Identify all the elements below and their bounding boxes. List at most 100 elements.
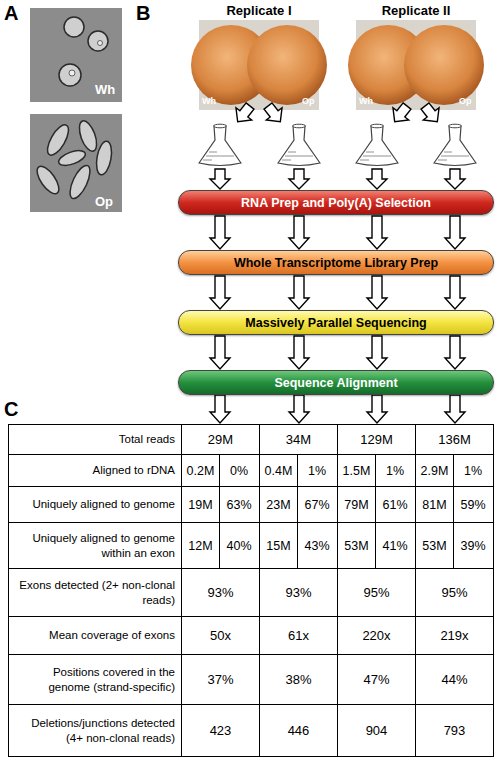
- micrograph-opaque: [30, 114, 122, 212]
- value-cell: 81M 59%: [416, 487, 494, 523]
- row-label: Aligned to rDNA: [93, 463, 175, 477]
- cell-value: 93%: [207, 585, 233, 600]
- cell-value: 39%: [460, 539, 485, 553]
- flask-icon: [278, 124, 320, 165]
- hollow-arrow: [210, 395, 230, 423]
- split-cell: 12M: [182, 523, 220, 568]
- hollow-arrow: [289, 276, 309, 309]
- split-cell: 0%: [220, 455, 258, 486]
- split-cell: 19M: [182, 487, 220, 522]
- split-cell: 43%: [298, 523, 336, 568]
- cell-value: 34M: [286, 432, 311, 447]
- hollow-arrow: [367, 169, 387, 189]
- hollow-arrow: [210, 336, 230, 369]
- cell-value: 67%: [304, 498, 329, 512]
- split-cell: 63%: [220, 487, 258, 522]
- cell-value: 95%: [441, 585, 467, 600]
- cell-value: 12M: [188, 539, 212, 553]
- hollow-arrow: [210, 169, 230, 189]
- value-cell: 37%: [182, 655, 260, 705]
- split-cell: 53M: [416, 523, 454, 568]
- value-cell: 0.2M 0%: [182, 455, 260, 487]
- band-label: Whole Transcriptome Library Prep: [234, 256, 438, 270]
- micrograph-label: Wh: [95, 82, 121, 97]
- hollow-arrow: [210, 216, 230, 249]
- process-band: Massively Parallel Sequencing: [178, 310, 494, 335]
- split-cell: 15M: [260, 523, 298, 568]
- value-cell: 61x: [260, 617, 338, 655]
- value-cell: 95%: [416, 569, 494, 617]
- hollow-arrow: [445, 169, 465, 189]
- hollow-arrow: [445, 336, 465, 369]
- row-header: Aligned to rDNA: [9, 455, 182, 487]
- cell-value: 59%: [460, 498, 485, 512]
- split-cell: 23M: [260, 487, 298, 522]
- replicate-title: Replicate I: [199, 3, 319, 18]
- cell-value: 63%: [226, 498, 251, 512]
- process-band: Sequence Alignment: [178, 370, 494, 395]
- row-header: Uniquely aligned to genome within an exo…: [9, 523, 182, 569]
- hollow-arrow: [445, 276, 465, 309]
- micrograph-white: [30, 8, 122, 102]
- cell-value: 95%: [363, 585, 389, 600]
- value-cell: 38%: [260, 655, 338, 705]
- cell-value: 423: [210, 723, 232, 738]
- split-cell: 0.4M: [260, 455, 298, 486]
- split-cell: 53M: [338, 523, 376, 568]
- cell-value: 219x: [440, 628, 468, 643]
- value-cell: 79M61%: [338, 487, 416, 523]
- cell-value: 129M: [360, 432, 393, 447]
- colony-opaque: [404, 25, 484, 105]
- split-cell: 1%: [454, 455, 492, 486]
- cell-value: 1%: [386, 464, 404, 478]
- hollow-arrow: [289, 336, 309, 369]
- cell-value: 1.5M: [343, 464, 371, 478]
- value-cell: 47%: [338, 655, 416, 705]
- hollow-arrow: [367, 216, 387, 249]
- value-cell: 446: [260, 705, 338, 757]
- cell-value: 41%: [382, 539, 407, 553]
- value-cell: 136M: [416, 425, 494, 455]
- row-header: Deletions/junctions detected (4+ non-clo…: [9, 705, 182, 757]
- cell-value: 43%: [304, 539, 329, 553]
- band-label: Sequence Alignment: [274, 376, 397, 390]
- cell-value: 1%: [464, 464, 482, 478]
- value-cell: 50x: [182, 617, 260, 655]
- value-cell: 29M: [182, 425, 260, 455]
- value-cell: 423: [182, 705, 260, 757]
- cell-value: 19M: [188, 498, 212, 512]
- value-cell: 220x: [338, 617, 416, 655]
- row-label: Total reads: [119, 432, 175, 446]
- plate-label: Op: [459, 96, 483, 106]
- hollow-arrow: [367, 336, 387, 369]
- micrograph-label: Op: [95, 194, 121, 209]
- flask-icon: [199, 124, 241, 165]
- value-cell: 793: [416, 705, 494, 757]
- cell-value: 0%: [230, 464, 248, 478]
- cell-value: 53M: [422, 539, 446, 553]
- cell-value: 37%: [207, 672, 233, 687]
- value-cell: 95%: [338, 569, 416, 617]
- hollow-arrow: [445, 216, 465, 249]
- value-cell: 53M 41%: [338, 523, 416, 569]
- value-cell: 23M 67%: [260, 487, 338, 523]
- row-header: Total reads: [9, 425, 182, 455]
- split-cell: 59%: [454, 487, 492, 522]
- panel-letter: B: [136, 2, 160, 25]
- cell-value: 0.2M: [187, 464, 215, 478]
- process-band: RNA Prep and Poly(A) Selection: [178, 190, 494, 215]
- band-label: RNA Prep and Poly(A) Selection: [241, 196, 431, 210]
- hollow-arrow: [367, 276, 387, 309]
- cell-value: 220x: [362, 628, 390, 643]
- hollow-arrow: [445, 395, 465, 423]
- split-cell: 1%: [376, 455, 414, 486]
- split-cell: 81M: [416, 487, 454, 522]
- cell-value: 0.4M: [265, 464, 293, 478]
- value-cell: 15M 43%: [260, 523, 338, 569]
- row-label: Mean coverage of exons: [49, 628, 175, 642]
- row-label: Exons detected (2+ non-clonal reads): [13, 578, 175, 607]
- cell-value: 40%: [226, 539, 251, 553]
- value-cell: 1.5M 1%: [338, 455, 416, 487]
- row-label: Uniquely aligned to genome: [32, 497, 175, 511]
